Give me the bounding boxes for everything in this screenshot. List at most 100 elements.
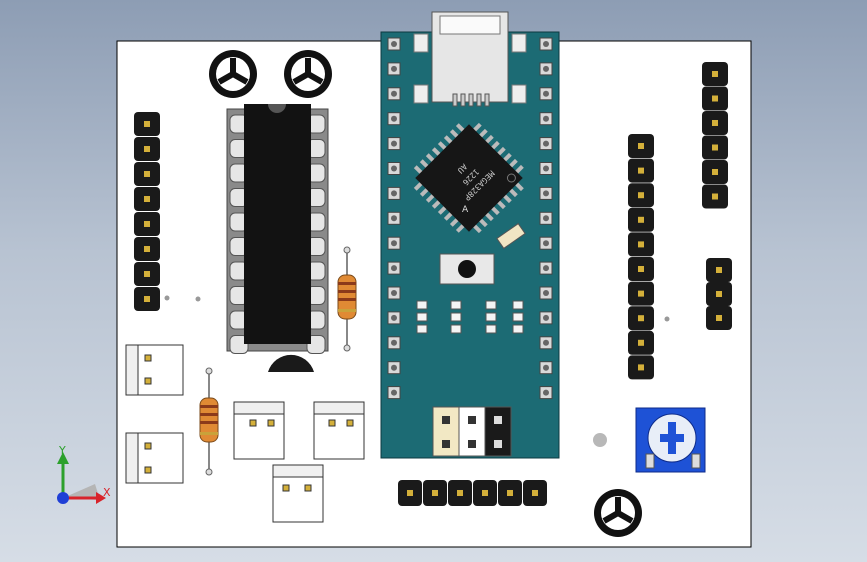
connector-mid-left[interactable]	[233, 401, 285, 460]
dip-ic-socket[interactable]	[226, 104, 329, 354]
smd-led	[450, 300, 462, 310]
capacitor-top-2[interactable]	[284, 50, 332, 98]
smd-led	[450, 324, 462, 334]
jumper-pin	[468, 416, 476, 424]
pin-tip	[144, 221, 150, 227]
right-pin-header-small[interactable]	[706, 258, 732, 330]
nano-pad-hole	[391, 364, 397, 371]
nano-pad-hole	[391, 140, 397, 147]
nano-pad-hole	[391, 290, 397, 296]
connector-left-lower[interactable]	[125, 432, 184, 484]
pin-tip	[638, 266, 644, 272]
usb-pin	[468, 93, 474, 107]
connector-left-upper[interactable]	[125, 344, 184, 396]
pin-tip	[716, 267, 722, 273]
usb-pin	[460, 93, 466, 107]
chip-marker: A	[462, 205, 469, 215]
pin-tip	[712, 144, 718, 151]
pin-tip	[144, 196, 150, 202]
right-pin-header-tall[interactable]	[628, 134, 654, 380]
smd-led	[485, 300, 497, 310]
nano-pad-hole	[543, 314, 549, 321]
pin-tip	[144, 171, 150, 177]
pin-tip	[144, 246, 150, 252]
via	[164, 295, 170, 301]
nano-pad-hole	[391, 90, 397, 97]
pin-tip	[712, 71, 718, 77]
nano-pad-hole	[391, 165, 397, 172]
resistor-left[interactable]	[199, 367, 219, 476]
nano-pad-hole	[543, 265, 549, 272]
jumper-block[interactable]	[432, 406, 512, 457]
nano-pad-hole	[391, 265, 397, 272]
nano-pad-hole	[543, 41, 549, 47]
nano-pad-hole	[391, 339, 397, 346]
nano-pad-hole	[391, 314, 397, 321]
pin-tip	[407, 490, 413, 496]
smd-led	[485, 312, 497, 322]
smd-led	[450, 312, 462, 322]
pin-tip	[716, 315, 722, 321]
pin-tip	[638, 241, 644, 248]
nano-pad-hole	[543, 90, 549, 97]
pin-tip	[712, 169, 718, 175]
left-pin-header[interactable]	[134, 112, 160, 311]
nano-pad-hole	[391, 115, 397, 122]
bottom-pin-header[interactable]	[398, 480, 547, 506]
nano-pad-hole	[543, 389, 549, 396]
jumper-pin	[442, 416, 450, 424]
right-pin-header-upper[interactable]	[702, 62, 728, 209]
smd-led	[416, 312, 428, 322]
pin-tip	[457, 490, 463, 496]
capacitor-top-1[interactable]	[209, 50, 257, 98]
pin-tip	[638, 364, 644, 371]
ic-notch	[268, 104, 286, 113]
socket-pin	[306, 335, 326, 354]
pin-tip	[638, 192, 644, 199]
pin-tip	[712, 193, 718, 200]
smd-led	[416, 300, 428, 310]
pin-tip	[144, 146, 150, 152]
transistor-to92[interactable]	[268, 354, 314, 372]
jumper-pin	[494, 440, 502, 448]
nano-pad-hole	[543, 290, 549, 296]
pin-tip	[638, 216, 644, 223]
resistor-right[interactable]	[337, 246, 357, 352]
smd-led	[512, 324, 524, 334]
connector-bottom-center[interactable]	[272, 464, 324, 523]
pin-tip	[716, 291, 722, 297]
reset-button[interactable]	[439, 253, 495, 285]
capacitor-bottom[interactable]	[594, 489, 642, 537]
axis-x-label: X	[103, 486, 111, 499]
pin-tip	[712, 95, 718, 102]
jumper-pin	[442, 440, 450, 448]
smd-led	[512, 312, 524, 322]
nano-pad-hole	[391, 65, 397, 72]
pin-tip	[482, 490, 488, 496]
pin-tip	[432, 490, 438, 496]
nano-pad-hole	[391, 41, 397, 47]
axis-y-label: Y	[58, 444, 66, 457]
usb-pin	[452, 93, 458, 107]
pin-tip	[144, 121, 150, 127]
socket-pin	[229, 335, 249, 354]
pin-tip	[144, 296, 150, 302]
smd-led	[416, 324, 428, 334]
potentiometer[interactable]	[635, 407, 706, 473]
nano-pad-hole	[391, 215, 397, 222]
nano-pad-hole	[543, 140, 549, 147]
ic-body[interactable]	[244, 104, 311, 344]
crystal	[496, 222, 526, 250]
connector-mid-right[interactable]	[313, 401, 365, 460]
nano-pad-hole	[543, 65, 549, 72]
nano-pad-hole	[391, 240, 397, 247]
pin-tip	[712, 120, 718, 126]
nano-pad-hole	[543, 115, 549, 122]
pin-tip	[532, 490, 538, 496]
mcu-chip[interactable]: MEGA328P 1226 AU	[404, 113, 534, 243]
pin-tip	[638, 143, 644, 149]
arduino-nano[interactable]: MEGA328P 1226 AU A	[380, 11, 560, 459]
smd-led	[512, 300, 524, 310]
nano-pad-hole	[543, 339, 549, 346]
